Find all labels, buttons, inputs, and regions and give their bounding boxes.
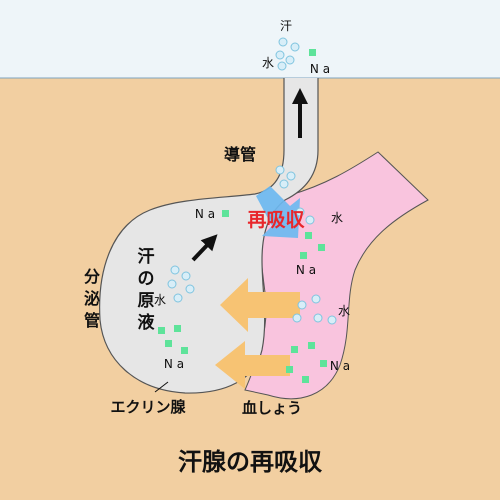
sodium-gland-upper — [222, 210, 229, 217]
label-secretory-duct: 分 泌 管 — [84, 267, 100, 330]
water-drops-duct — [275, 165, 296, 189]
eccrine-pointer — [154, 381, 169, 393]
sodium-blood-upper — [300, 232, 325, 259]
label-na-blood-upper: N a — [296, 263, 316, 277]
sodium-top — [309, 49, 316, 56]
label-eccrine-gland: エクリン腺 — [110, 398, 186, 416]
svg-text:分: 分 — [84, 267, 100, 286]
label-duct: 導管 — [224, 145, 256, 164]
transfer-arrow-upper — [220, 278, 300, 332]
label-na-gland-lower: N a — [164, 357, 184, 371]
label-sweat-fluid: 汗 の 原 液 — [138, 246, 155, 333]
label-blood: 血しょう — [242, 399, 302, 417]
svg-text:の: の — [138, 269, 155, 289]
label-water-blood-upper: 水 — [331, 211, 343, 225]
reabsorption-arrow — [256, 186, 300, 238]
sodium-blood-lower — [286, 342, 327, 383]
label-na-gland-upper: N a — [195, 207, 215, 221]
sodium-gland-lower — [158, 325, 188, 354]
label-na-blood-lower: N a — [330, 359, 350, 373]
svg-text:原: 原 — [138, 291, 155, 311]
svg-text:泌: 泌 — [84, 289, 100, 308]
svg-text:液: 液 — [138, 312, 155, 333]
water-drops-blood-lower — [292, 294, 337, 325]
svg-text:管: 管 — [84, 311, 100, 330]
water-drops-blood-upper — [295, 207, 315, 225]
label-water-top: 水 — [262, 56, 274, 70]
diagram-title: 汗腺の再吸収 — [178, 448, 323, 476]
label-water-blood-lower: 水 — [338, 304, 350, 318]
sky-area — [0, 0, 500, 78]
label-na-top: N a — [310, 62, 330, 76]
label-sweat-top: 汗 — [280, 19, 292, 33]
gland-flow-arrow — [191, 234, 218, 262]
transfer-arrow-lower — [215, 341, 290, 389]
label-water-gland: 水 — [154, 293, 166, 307]
water-drops-top — [275, 37, 300, 71]
label-reabsorption: 再吸収 — [247, 209, 305, 231]
svg-text:汗: 汗 — [138, 246, 155, 267]
water-drops-gland — [167, 265, 195, 303]
